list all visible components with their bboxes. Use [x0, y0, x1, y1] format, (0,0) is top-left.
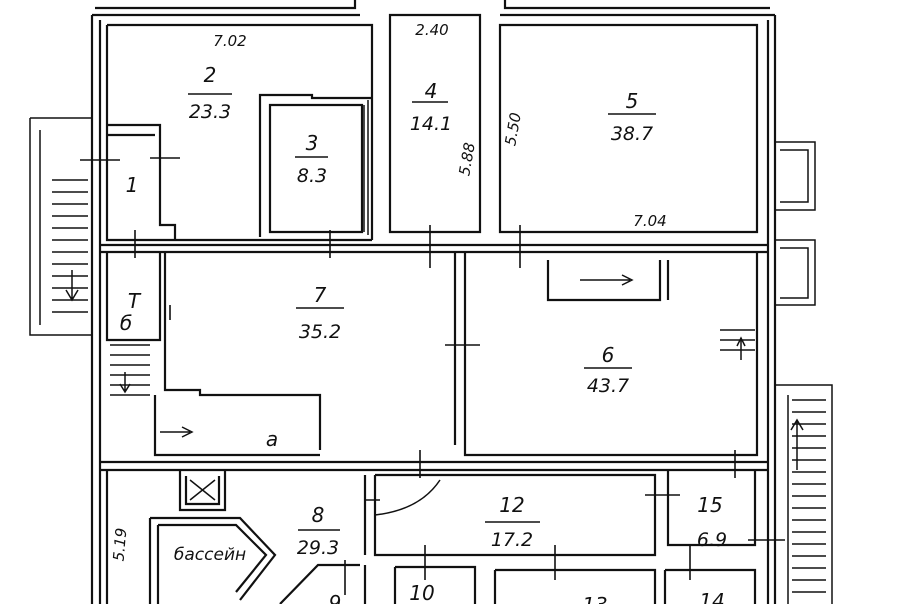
svg-text:3: 3: [306, 131, 319, 155]
svg-text:1: 1: [126, 173, 139, 197]
svg-text:6.9: 6.9: [697, 529, 727, 551]
room-4-label: 414.1: [410, 79, 452, 135]
room-8-label: 829.3: [297, 503, 340, 559]
room-14-label: 14: [699, 589, 724, 604]
svg-text:9: 9: [329, 591, 342, 604]
svg-text:8: 8: [312, 503, 325, 527]
zone-a-label: а: [266, 427, 278, 451]
room-5-label: 538.7: [608, 89, 656, 145]
room-walls-bottom: [100, 460, 768, 604]
right-exterior-stair: [775, 384, 833, 604]
dimension-room8-length: 5.19: [110, 527, 131, 562]
dimension-room5-length: 5.50: [501, 111, 525, 147]
svg-text:29.3: 29.3: [297, 537, 339, 559]
room-1-label: 1: [126, 173, 139, 197]
svg-text:35.2: 35.2: [299, 321, 341, 343]
svg-text:4: 4: [425, 79, 438, 103]
svg-text:13: 13: [582, 593, 607, 604]
dimension-room5-width: 7.04: [633, 212, 666, 230]
right-balconies: [775, 141, 816, 306]
room-walls-middle: [100, 243, 768, 457]
svg-text:23.3: 23.3: [189, 101, 231, 123]
room-9-label: 9: [329, 591, 342, 604]
door-ticks: [80, 157, 785, 595]
svg-text:43.7: 43.7: [587, 375, 629, 397]
room-6-label: 643.7: [584, 343, 632, 397]
dimension-room4-width: 2.40: [415, 21, 448, 39]
pool-label: бассейн: [174, 545, 246, 565]
svg-text:7: 7: [314, 283, 327, 307]
room-15-label: 156.9: [697, 493, 727, 551]
room-3-label: 38.3: [295, 131, 328, 187]
room-2-label: 223.3: [188, 63, 232, 123]
svg-text:17.2: 17.2: [491, 529, 533, 551]
room-walls-top: [105, 13, 759, 242]
svg-text:14: 14: [699, 589, 724, 604]
left-exterior-stair: [29, 117, 92, 336]
wc-label-b: б: [120, 311, 132, 335]
svg-text:6: 6: [602, 343, 615, 367]
room-7-label: 735.2: [296, 283, 344, 343]
wc-label-t: Т: [128, 289, 142, 313]
room-10-label: 10: [409, 581, 434, 604]
dimension-room4-length: 5.88: [455, 141, 479, 177]
svg-text:12: 12: [499, 493, 524, 517]
svg-text:15: 15: [697, 493, 722, 517]
svg-text:10: 10: [409, 581, 434, 604]
svg-text:8.3: 8.3: [297, 165, 327, 187]
svg-text:14.1: 14.1: [410, 113, 452, 135]
room-13-label: 13: [582, 593, 607, 604]
exterior-walls: [90, 0, 777, 604]
svg-text:2: 2: [204, 63, 217, 87]
dimension-room2-width: 7.02: [213, 32, 246, 50]
svg-text:5: 5: [626, 89, 639, 113]
svg-text:38.7: 38.7: [611, 123, 653, 145]
room-12-label: 12 17.2: [485, 493, 540, 551]
